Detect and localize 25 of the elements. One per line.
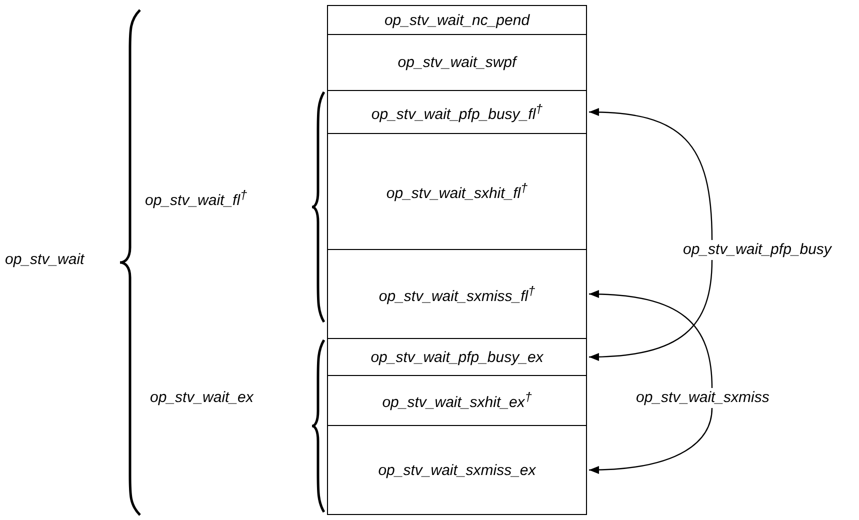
curved-arrow bbox=[588, 260, 713, 361]
row-text: op_stv_wait_sxhit_ex$^{†}$ bbox=[382, 390, 532, 411]
row-text: op_stv_wait_pfp_busy_ex bbox=[370, 348, 544, 366]
brace-label: op_stv_wait bbox=[5, 250, 84, 270]
stack-row bbox=[327, 34, 587, 91]
brace-label: op_stv_wait_fl$^{†}$ bbox=[145, 187, 248, 211]
row-text: op_stv_wait_sxmiss_ex bbox=[378, 462, 536, 478]
stack-row bbox=[327, 249, 587, 339]
stack-row bbox=[327, 133, 587, 250]
row-text: op_stv_wait_sxmiss_fl$^{†}$ bbox=[378, 284, 536, 304]
row-text: op_stv_wait_sxhit_fl$^{†}$ bbox=[386, 181, 528, 202]
brace-label: op_stv_wait_ex bbox=[150, 388, 254, 408]
row-text: op_stv_wait_pfp_busy_fl$^{†}$ bbox=[371, 102, 543, 122]
stack-row bbox=[327, 5, 587, 35]
stack-row bbox=[327, 90, 587, 134]
arrow-source-label: op_stv_wait_sxmiss bbox=[636, 388, 770, 408]
curved-arrow bbox=[588, 108, 713, 240]
row-text: op_stv_wait_nc_pend bbox=[384, 12, 530, 28]
stack-row bbox=[327, 375, 587, 426]
stack-row bbox=[327, 425, 587, 515]
arrow-source-label: op_stv_wait_pfp_busy bbox=[683, 240, 832, 260]
curved-arrow bbox=[588, 290, 713, 388]
stack-row bbox=[327, 338, 587, 376]
row-text: op_stv_wait_swpf bbox=[398, 54, 516, 71]
curved-arrow bbox=[588, 408, 713, 474]
